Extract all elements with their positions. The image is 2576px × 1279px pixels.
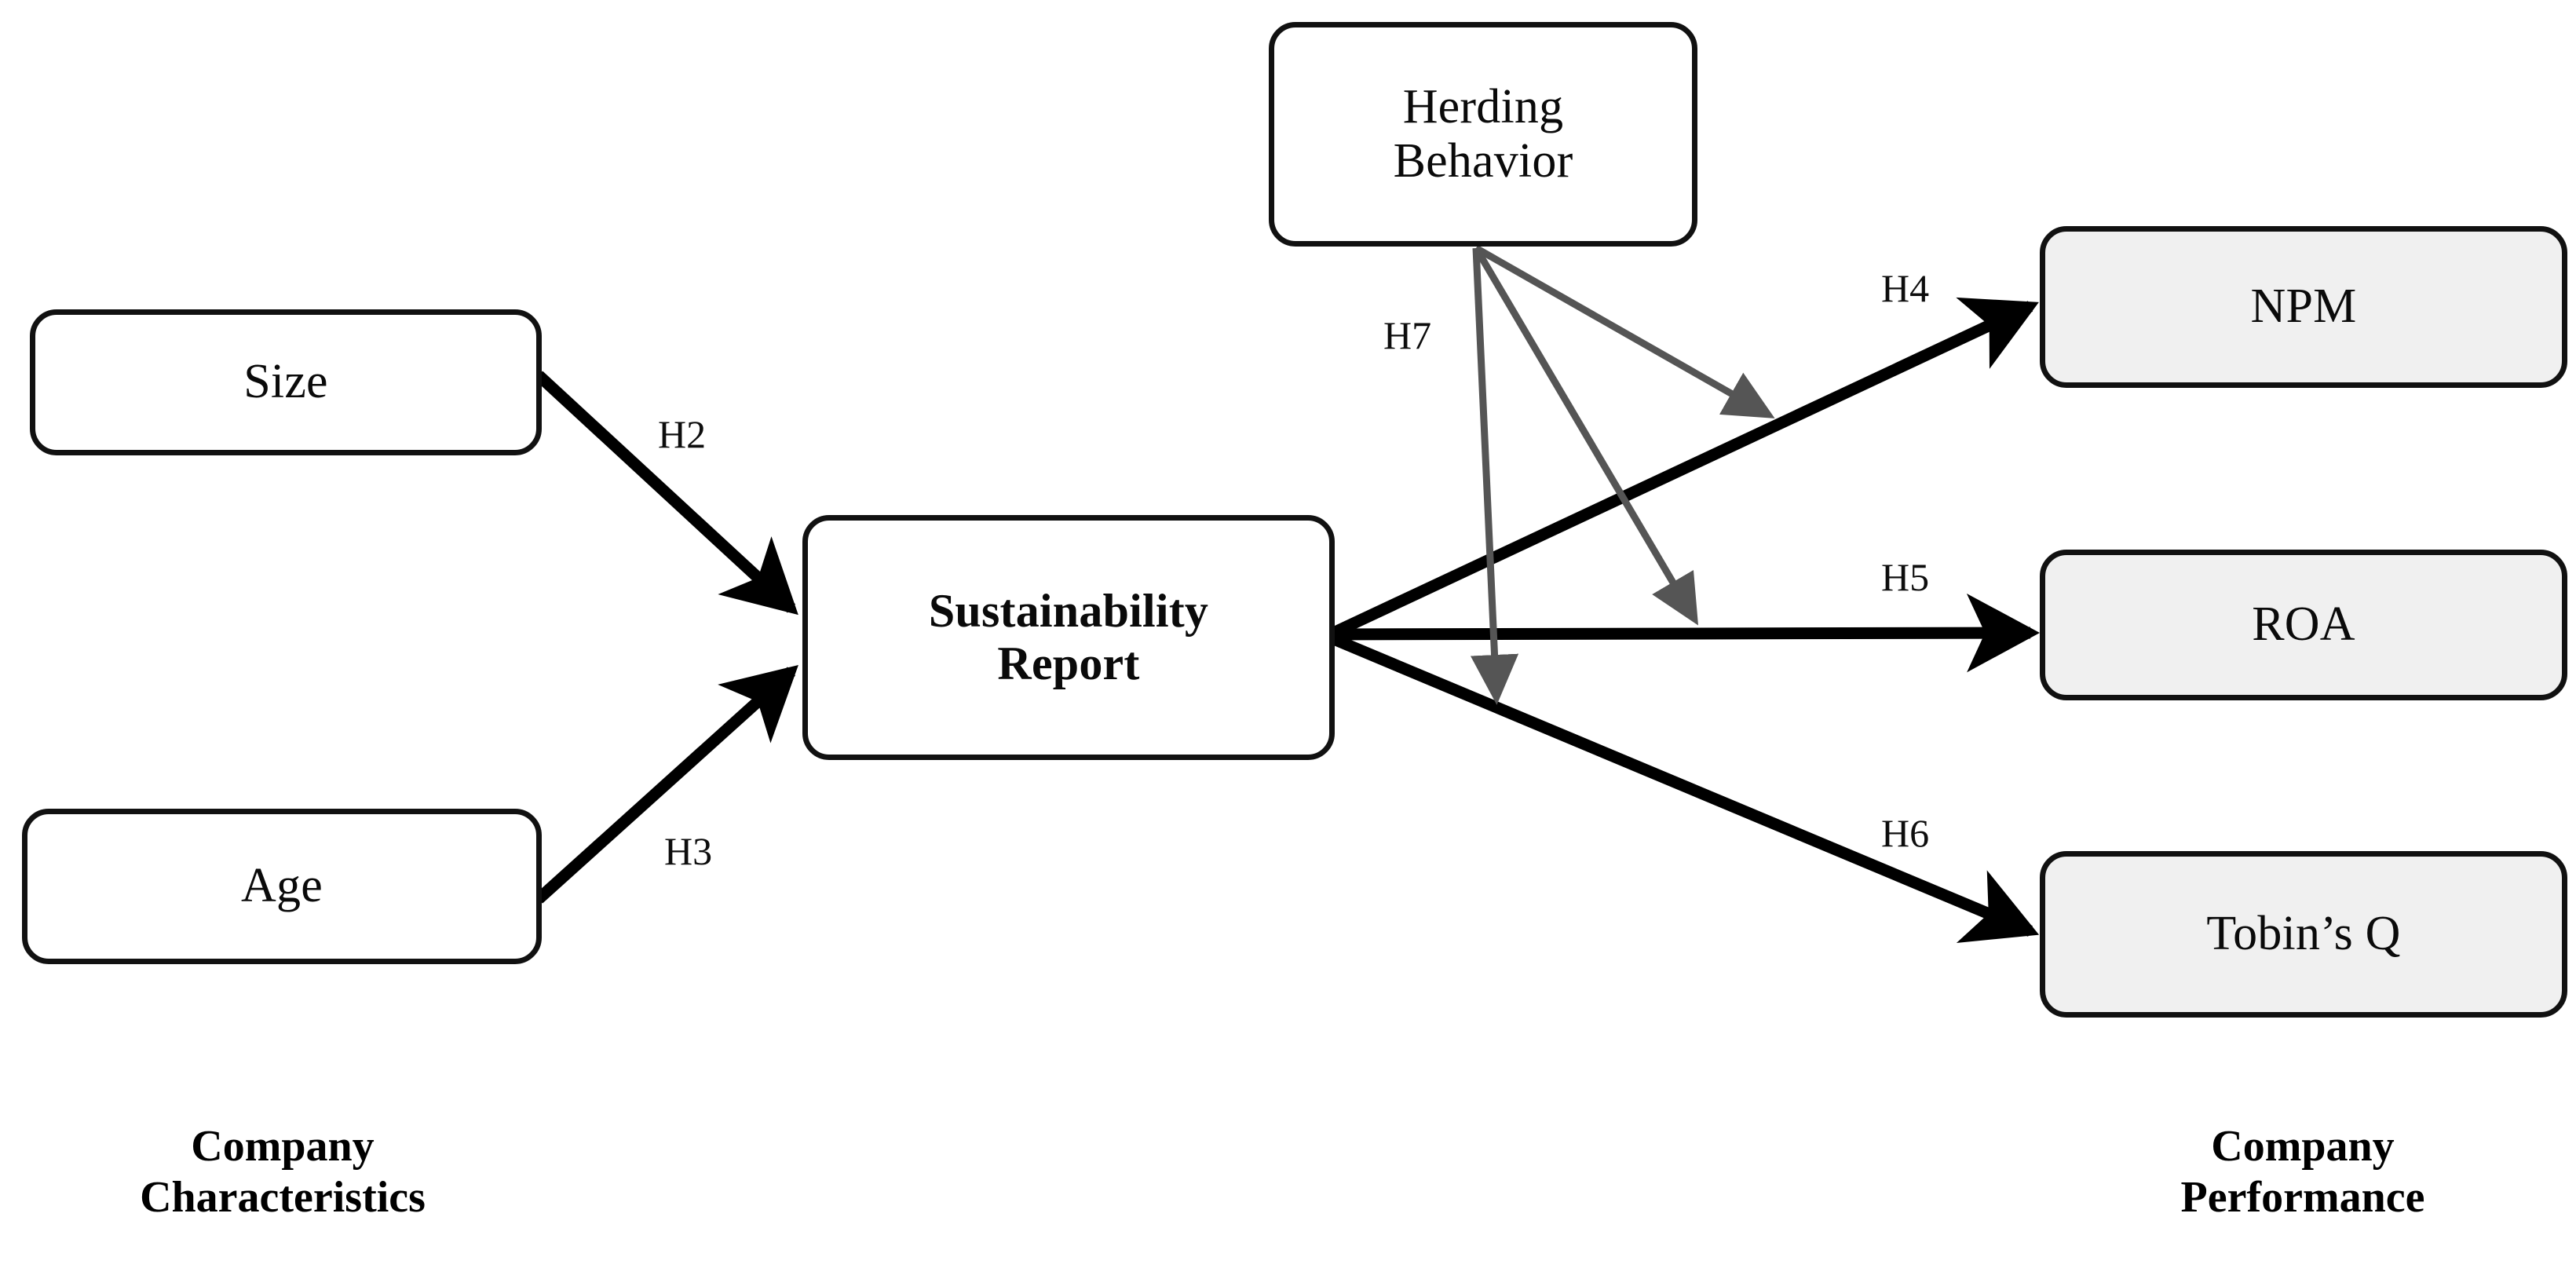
edge-h6-arrow <box>1328 632 2040 944</box>
node-roa[interactable]: ROA <box>2040 550 2567 700</box>
node-npm[interactable]: NPM <box>2040 226 2567 388</box>
edge-h4-arrow <box>1327 297 2039 640</box>
edge-h2-arrow <box>534 371 798 616</box>
edge-h7-arrow-to-roa-path <box>1473 246 1699 626</box>
node-sustainability-report-label: Sustainability Report <box>928 584 1209 689</box>
caption-company-characteristics: Company Characteristics <box>140 1122 426 1222</box>
node-age-label: Age <box>241 859 323 913</box>
edge-label-h3: H3 <box>664 829 713 873</box>
edge-label-h4: H4 <box>1881 266 1930 310</box>
node-sustainability-report[interactable]: Sustainability Report <box>802 515 1335 760</box>
edge-h7-arrow-to-npm-path <box>1474 245 1775 418</box>
edge-label-h5: H5 <box>1881 555 1930 599</box>
node-size[interactable]: Size <box>30 309 542 455</box>
node-herding-behavior-label: Herding Behavior <box>1393 79 1573 188</box>
node-size-label: Size <box>243 355 328 409</box>
node-tobins-q-label: Tobin’s Q <box>2206 907 2401 961</box>
node-roa-label: ROA <box>2252 597 2355 652</box>
edge-h5-arrow <box>1329 593 2040 673</box>
edge-h3-arrow <box>534 664 798 904</box>
node-age[interactable]: Age <box>22 809 542 964</box>
node-npm-label: NPM <box>2250 280 2357 334</box>
edge-label-h7: H7 <box>1383 313 1432 357</box>
node-herding-behavior[interactable]: Herding Behavior <box>1269 22 1697 247</box>
edge-label-h2: H2 <box>658 412 707 456</box>
node-tobins-q[interactable]: Tobin’s Q <box>2040 851 2567 1018</box>
edge-label-h6: H6 <box>1881 811 1930 855</box>
caption-company-performance: Company Performance <box>2180 1122 2425 1222</box>
edge-h7-arrow-to-tobinsq-path <box>1470 247 1519 705</box>
